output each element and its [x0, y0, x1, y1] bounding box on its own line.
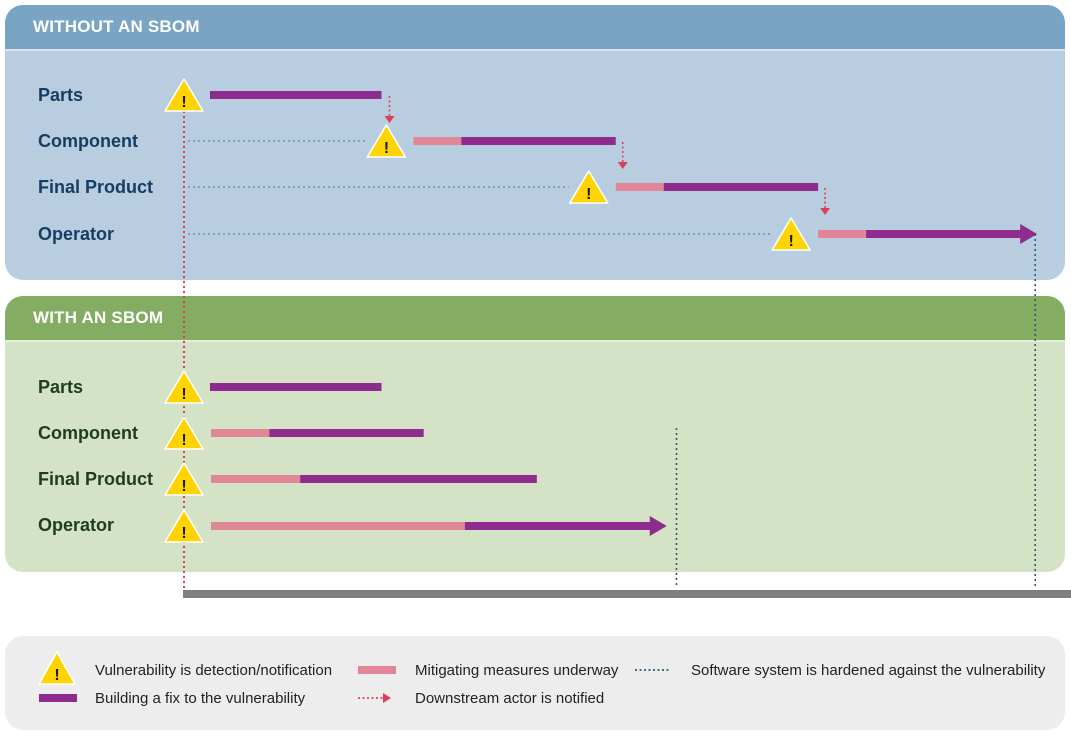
with-row-label-final-product: Final Product [38, 469, 154, 489]
legend-notified-label: Downstream actor is notified [415, 690, 605, 707]
without-warning-final-product [568, 170, 609, 204]
with-sbom-title: WITH AN SBOM [33, 308, 164, 327]
with-row-label-component: Component [38, 423, 138, 443]
with-warning-final-product [164, 462, 204, 496]
with-warning-final-product-glyph: ! [181, 478, 186, 495]
with-fix-bar-operator [464, 522, 652, 530]
without-sbom-header: WITHOUT AN SBOM [5, 5, 1065, 51]
without-row-label-operator: Operator [38, 224, 115, 244]
legend: ! Vulnerability is detection/notificatio… [5, 636, 1065, 730]
legend-hardened-label: Software system is hardened against the … [691, 662, 1046, 679]
with-arrow-icon-operator [649, 516, 667, 536]
with-warning-component [164, 416, 204, 450]
with-warning-parts-glyph: ! [181, 386, 186, 403]
with-mitigation-bar-component [211, 429, 270, 437]
legend-warning-icon: ! [38, 651, 76, 685]
without-notify-arrow-icon-parts [384, 116, 395, 123]
without-fix-bar-parts [210, 91, 382, 99]
without-notify-arrow-icon-final-product [820, 208, 831, 215]
without-warning-operator-glyph: ! [788, 233, 793, 250]
legend-graphics: ! [38, 651, 670, 703]
with-row-label-operator: Operator [38, 515, 115, 535]
without-warning-operator [771, 217, 811, 251]
without-warning-final-product-glyph: ! [586, 186, 591, 203]
time-axis [183, 590, 1071, 598]
legend-mitigation-swatch [358, 666, 396, 674]
timeline-marks: !!!!!!!! [164, 78, 1071, 598]
without-fix-bar-component [461, 137, 616, 145]
legend-notify-arrow-icon [358, 693, 391, 703]
with-fix-bar-parts [210, 383, 382, 391]
without-row-label-component: Component [38, 131, 138, 151]
with-mitigation-bar-final-product [211, 475, 301, 483]
legend-fix-label: Building a fix to the vulnerability [95, 690, 306, 707]
with-fix-bar-final-product [300, 475, 537, 483]
legend-warning-glyph: ! [54, 667, 59, 684]
with-row-label-parts: Parts [38, 377, 84, 397]
without-arrow-icon-operator [1020, 224, 1038, 244]
legend-detection-label: Vulnerability is detection/notification [95, 662, 333, 679]
without-row-label-parts: Parts [38, 85, 84, 105]
without-fix-bar-final-product [663, 183, 819, 191]
with-warning-component-glyph: ! [181, 432, 186, 449]
with-mitigation-bar-operator [211, 522, 465, 530]
without-warning-component [366, 124, 407, 158]
without-mitigation-bar-component [413, 137, 462, 145]
with-sbom-header: WITH AN SBOM [5, 296, 1065, 342]
with-warning-parts [164, 370, 204, 404]
legend-fix-swatch [39, 694, 77, 702]
without-warning-parts-glyph: ! [181, 94, 186, 111]
without-mitigation-bar-final-product [615, 183, 664, 191]
with-warning-operator-glyph: ! [181, 525, 186, 542]
without-warning-component-glyph: ! [384, 140, 389, 157]
legend-mitigation-label: Mitigating measures underway [415, 662, 619, 679]
with-warning-operator [164, 509, 204, 543]
without-warning-parts [164, 78, 204, 112]
without-notify-arrow-icon-component [617, 162, 628, 169]
without-sbom-title: WITHOUT AN SBOM [33, 17, 200, 36]
with-fix-bar-component [269, 429, 424, 437]
without-row-label-final-product: Final Product [38, 177, 154, 197]
without-mitigation-bar-operator [818, 230, 867, 238]
without-fix-bar-operator [866, 230, 1023, 238]
